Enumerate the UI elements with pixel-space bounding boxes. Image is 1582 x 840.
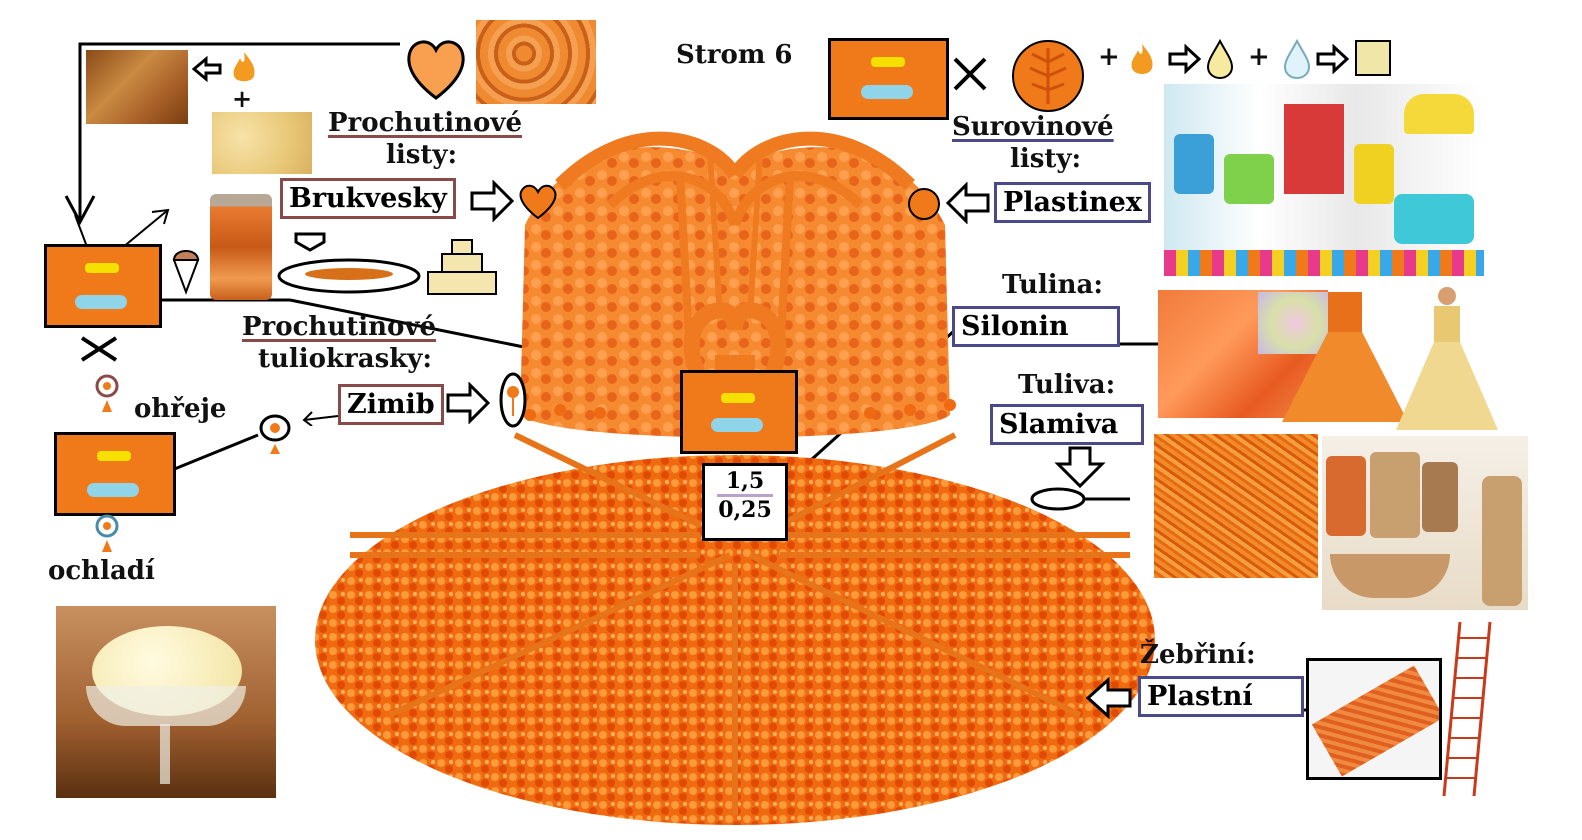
plate-icon (277, 258, 421, 294)
drop-icon (1206, 38, 1234, 80)
left-tree-box-1 (44, 244, 162, 328)
left-arrow-icon-3 (1086, 676, 1132, 720)
jar-photo (210, 194, 272, 300)
orange-leaf-circle-icon (1012, 40, 1084, 112)
gold-dress-photo (1396, 287, 1498, 430)
straw-photo (1154, 434, 1318, 578)
prochutinove-listy-label-2: listy: (386, 140, 458, 170)
left-top-plus: + (232, 84, 253, 113)
orange-chips-photo (476, 20, 596, 104)
prochutinove-listy-label-1: Prochutinové (328, 108, 523, 138)
formula-plus-2: + (1248, 42, 1270, 72)
plastinex-box: Plastinex (994, 182, 1151, 223)
fried-food-photo (86, 50, 188, 124)
center-tree-box (680, 370, 798, 454)
water-drop-icon (1283, 38, 1311, 80)
left-arrow-thin-icon (302, 411, 339, 426)
down-arrow-icon-2 (1054, 446, 1106, 488)
multiply-icon-2 (80, 336, 118, 362)
cake-icon (427, 239, 497, 295)
formula-plus-1: + (1098, 42, 1120, 72)
flower-oval-icon (499, 372, 527, 428)
ladder-detail-photo (1306, 658, 1442, 780)
page-title: Strom 6 (676, 40, 793, 70)
plastni-box: Plastní (1138, 676, 1304, 717)
right-arrow-icon (1168, 44, 1202, 74)
orange-dress-photo (1282, 292, 1408, 422)
crumble-photo (212, 112, 312, 174)
prochutinove-tulio-label-1: Prochutinové (242, 312, 437, 342)
ratio-top: 1,5 (725, 468, 765, 494)
beige-square-icon (1355, 40, 1391, 76)
left-arrow-icon-2 (946, 182, 990, 224)
small-orange-heart-icon (519, 184, 557, 220)
oval-connector-icon (1030, 487, 1086, 511)
small-orange-circle-icon (908, 188, 940, 220)
tulina-label: Tulina: (1002, 270, 1103, 300)
ladder-icon (1442, 621, 1492, 797)
down-arrow-icon (294, 232, 326, 252)
ratio-bottom: 0,25 (718, 497, 772, 523)
slamiva-box: Slamiva (990, 404, 1144, 445)
zimib-box: Zimib (338, 384, 444, 425)
fire-icon (1131, 44, 1153, 74)
surovinove-listy-label-1: Surovinové (952, 112, 1114, 142)
surovinove-listy-label-2: listy: (1010, 144, 1082, 174)
ochladi-label: ochladí (48, 556, 155, 586)
cool-flower-icon (95, 514, 119, 552)
fire-icon-2 (233, 52, 255, 82)
formula-tree-box (828, 38, 949, 120)
jute-photo (1322, 436, 1528, 610)
plastics-photo (1164, 84, 1484, 276)
tuliva-label: Tuliva: (1018, 370, 1116, 400)
ice-cream-photo (56, 606, 276, 798)
pastel-fabric-photo (1258, 292, 1332, 354)
ohreje-label: ohřeje (134, 394, 227, 424)
silonin-box: Silonin (952, 306, 1120, 347)
warm-flower-icon (95, 374, 119, 412)
ratio-box: 1,5 0,25 (702, 463, 788, 541)
left-arrow-icon (192, 56, 222, 82)
flower-oval-icon-2 (259, 414, 291, 454)
multiply-icon (953, 57, 987, 91)
orange-heart-leaf-icon (407, 40, 465, 100)
zebrini-label: Žebřiní: (1140, 640, 1256, 670)
tree-illustration (315, 131, 1155, 825)
brukvesky-box: Brukvesky (280, 178, 456, 219)
right-arrow-icon-2 (1316, 44, 1350, 74)
ice-cream-cone-icon (172, 250, 200, 295)
left-tree-box-2 (54, 432, 176, 516)
prochutinove-tulio-label-2: tuliokrasky: (258, 344, 432, 374)
right-arrow-icon-3 (470, 180, 514, 222)
right-arrow-icon-4 (446, 382, 490, 424)
